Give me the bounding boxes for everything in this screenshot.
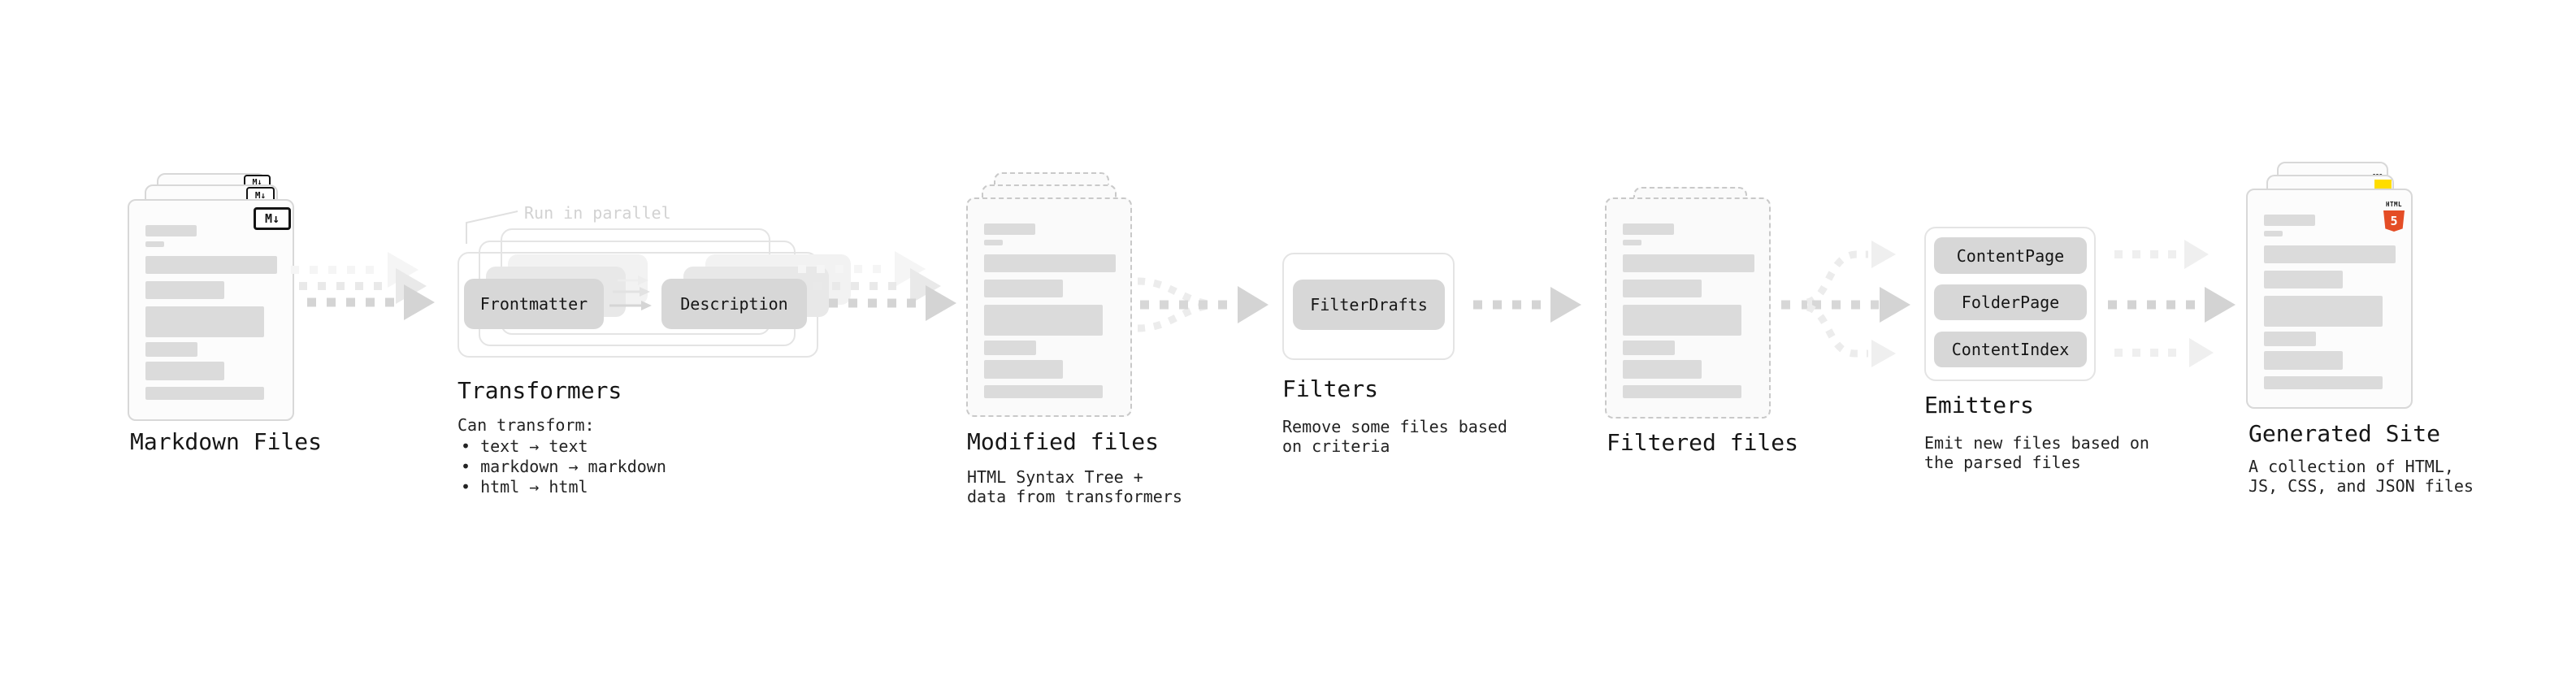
text-line-placeholder <box>145 241 164 247</box>
text-line-placeholder <box>2264 376 2383 389</box>
desc-line: data from transformers <box>967 487 1182 506</box>
generated-site-stack: CSS HTML 5 <box>2246 162 2417 414</box>
html5-icon: HTML 5 <box>2383 194 2405 232</box>
stage-title-transformers: Transformers <box>458 377 622 404</box>
file-card: M↓ <box>128 199 294 421</box>
desc-line: JS, CSS, and JSON files <box>2249 476 2474 496</box>
stage-desc-emitters: Emit new files based on the parsed files <box>1924 433 2149 472</box>
desc-line: HTML Syntax Tree + <box>967 467 1143 487</box>
pill-label: Description <box>680 294 788 314</box>
text-line-placeholder <box>2264 351 2343 370</box>
emitter-pill-contentindex: ContentIndex <box>1934 332 2087 367</box>
stage-title-modified-files: Modified files <box>967 428 1160 455</box>
stage-desc-transformers-bullets: • text → text • markdown → markdown • ht… <box>461 436 666 497</box>
transformer-pill-frontmatter: Frontmatter <box>464 279 604 329</box>
text-line-placeholder <box>2264 231 2283 236</box>
text-line-placeholder <box>1623 254 1754 272</box>
markdown-files-stack: M↓ M↓ M↓ <box>128 173 298 425</box>
text-line-placeholder <box>1623 340 1675 355</box>
desc-line: Remove some files based <box>1282 417 1507 436</box>
file-card <box>1605 197 1771 419</box>
markdown-icon: M↓ <box>254 207 291 230</box>
text-line-placeholder <box>984 360 1063 379</box>
arrow-filters-to-filtered <box>1473 287 1581 323</box>
stage-desc-transformers-heading: Can transform: <box>458 415 595 435</box>
run-in-parallel-note: Run in parallel <box>524 203 671 223</box>
filter-pill-filterdrafts: FilterDrafts <box>1293 280 1445 330</box>
text-line-placeholder <box>145 362 224 380</box>
desc-line: the parsed files <box>1924 453 2081 472</box>
file-card <box>966 197 1132 417</box>
text-line-placeholder <box>2264 296 2383 327</box>
text-line-placeholder <box>1623 280 1702 297</box>
stage-title-emitters: Emitters <box>1924 392 2034 419</box>
text-line-placeholder <box>145 256 277 274</box>
stage-desc-filters: Remove some files based on criteria <box>1282 417 1507 456</box>
filtered-files-stack <box>1605 187 1776 424</box>
desc-line: on criteria <box>1282 436 1390 456</box>
text-line-placeholder <box>2264 271 2343 288</box>
emitter-pill-folderpage: FolderPage <box>1934 284 2087 320</box>
file-card: HTML 5 <box>2246 189 2413 409</box>
pill-label: ContentIndex <box>1951 340 2070 359</box>
text-line-placeholder <box>984 340 1036 355</box>
text-line-placeholder <box>145 387 264 400</box>
bullet-line: • html → html <box>461 477 588 497</box>
arrow-filtered-to-emitters <box>1781 241 1910 367</box>
stage-desc-generated-site: A collection of HTML, JS, CSS, and JSON … <box>2249 457 2474 496</box>
pill-label: FolderPage <box>1961 293 2060 312</box>
stage-title-markdown-files: Markdown Files <box>130 428 323 455</box>
bullet-line: • text → text <box>461 436 588 456</box>
html5-label: HTML <box>2385 201 2403 208</box>
transformer-pill-description: Description <box>661 279 807 329</box>
text-line-placeholder <box>984 305 1103 336</box>
text-line-placeholder <box>1623 240 1641 245</box>
stage-desc-modified-files: HTML Syntax Tree + data from transformer… <box>967 467 1182 506</box>
arrow-emitters-to-generated <box>2108 240 2236 367</box>
stage-title-filtered-files: Filtered files <box>1607 429 1799 456</box>
text-line-placeholder <box>145 281 224 299</box>
text-line-placeholder <box>2264 332 2316 346</box>
text-line-placeholder <box>984 280 1063 297</box>
arrow-modified-to-filters <box>1137 277 1268 332</box>
stage-title-filters: Filters <box>1282 375 1379 402</box>
emitter-pill-contentpage: ContentPage <box>1934 237 2087 274</box>
html5-shield: 5 <box>2383 210 2405 232</box>
pill-label: Frontmatter <box>479 294 588 314</box>
text-line-placeholder <box>984 254 1116 272</box>
text-line-placeholder <box>1623 385 1741 398</box>
text-line-placeholder <box>145 342 197 357</box>
text-line-placeholder <box>2264 215 2315 226</box>
pill-label: ContentPage <box>1956 245 2065 266</box>
text-line-placeholder <box>984 240 1003 245</box>
text-line-placeholder <box>145 306 264 337</box>
stage-title-generated-site: Generated Site <box>2249 420 2441 447</box>
desc-line: A collection of HTML, <box>2249 457 2454 476</box>
text-line-placeholder <box>984 385 1103 398</box>
text-line-placeholder <box>2264 245 2396 263</box>
text-line-placeholder <box>145 225 197 236</box>
arrow-markdown-to-transformers <box>291 252 435 320</box>
text-line-placeholder <box>984 223 1035 235</box>
pill-label: FilterDrafts <box>1310 295 1428 314</box>
text-line-placeholder <box>1623 360 1702 379</box>
text-line-placeholder <box>1623 223 1674 235</box>
desc-line: Emit new files based on <box>1924 433 2149 453</box>
modified-files-stack <box>966 172 1137 424</box>
bullet-line: • markdown → markdown <box>461 457 666 476</box>
text-line-placeholder <box>1623 305 1741 336</box>
